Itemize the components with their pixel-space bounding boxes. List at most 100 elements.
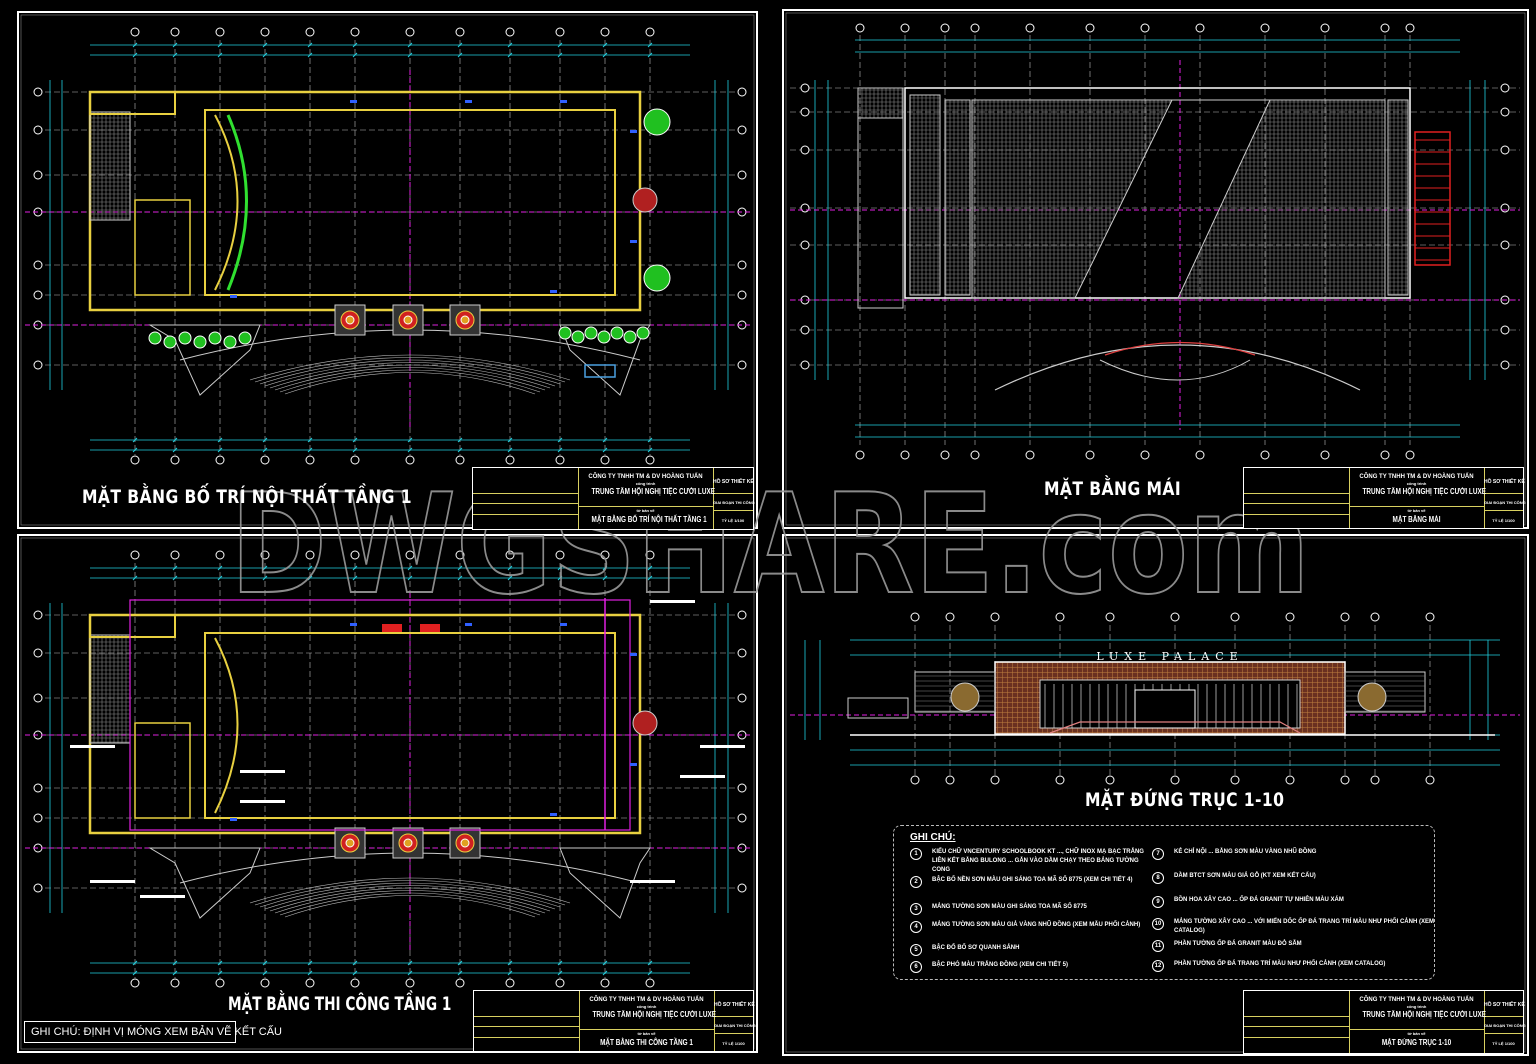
side-wing-right (1344, 671, 1426, 713)
dimension-tick (602, 52, 608, 58)
axis-bubble (1140, 23, 1150, 33)
axis-bubble (33, 170, 43, 180)
note-item: 11 PHẦN TƯỜNG ỐP ĐÁ GRANIT MÀU ĐỎ SẪM (1152, 940, 1302, 952)
title-block: CÔNG TY TNHH TM & DV HOÀNG TUẤN công trì… (1243, 990, 1526, 1054)
decorative-medallion (1357, 682, 1387, 712)
entrance-steps (1049, 721, 1301, 734)
dimension-tick (647, 42, 653, 48)
panel-frame (17, 534, 758, 1053)
dimension-tick (307, 52, 313, 58)
panel-frame-inner (785, 537, 1526, 1053)
axis-bubble (170, 27, 180, 37)
dimension-tick (407, 52, 413, 58)
axis-bubble (1260, 23, 1270, 33)
planter-right (559, 324, 651, 396)
dimension-tick (352, 52, 358, 58)
building-outline (88, 613, 642, 835)
note-number: 11 (1152, 940, 1164, 952)
dimension-tick (557, 565, 563, 571)
axis-bubble (1285, 612, 1295, 622)
dimension-tick (172, 447, 178, 453)
axis-bubble (260, 27, 270, 37)
dimension-tick (557, 575, 563, 581)
roof-stair (857, 87, 904, 119)
dimension-tick (352, 437, 358, 443)
dimension-tick (407, 565, 413, 571)
axis-bubble (645, 27, 655, 37)
tree (584, 326, 598, 340)
dimension-tick (507, 970, 513, 976)
dimension-tick (307, 437, 313, 443)
dimension-tick (307, 960, 313, 966)
axis-bubble (1500, 145, 1510, 155)
tree (623, 330, 637, 344)
dimension-tick (262, 565, 268, 571)
dimension-tick (172, 970, 178, 976)
construction-boundary (129, 599, 631, 831)
tree (597, 330, 611, 344)
fire-equipment (382, 624, 402, 632)
roof-gutter (1387, 99, 1409, 296)
dimension-tick (507, 565, 513, 571)
axis-bubble (737, 125, 747, 135)
tree (148, 331, 162, 345)
dimension-tick (602, 960, 608, 966)
entrance-steps (279, 892, 541, 916)
title-block: CÔNG TY TNHH TM & DV HOÀNG TUẤN công trì… (472, 467, 755, 530)
axis-bubble (1500, 203, 1510, 213)
axis-bubble (1260, 450, 1270, 460)
note-text: PHẦN TƯỜNG ỐP ĐÁ GRANIT MÀU ĐỎ SẪM (1174, 941, 1302, 947)
roof-annex (857, 117, 904, 309)
axis-bubble (970, 23, 980, 33)
axis-bubble (33, 87, 43, 97)
note-text: DẦM BTCT SƠN MÀU GIẢ GỖ (KT XEM KẾT CẤU) (1174, 873, 1316, 879)
sheet-type: HỒ SƠ THIẾT KẾ (713, 479, 754, 485)
room-tag (350, 100, 357, 103)
dimension-tick (132, 565, 138, 571)
axis-bubble (1340, 612, 1350, 622)
axis-bubble (305, 27, 315, 37)
tree (636, 326, 650, 340)
axis-bubble (33, 883, 43, 893)
stage: GIAI ĐOẠN THI CÔNG (1484, 1023, 1526, 1028)
axis-bubble (1370, 612, 1380, 622)
dimension-tick (217, 447, 223, 453)
entrance-steps (269, 887, 551, 912)
dimension-tick (602, 437, 608, 443)
tree (178, 331, 192, 345)
flower-center (460, 838, 470, 848)
axis-bubble (405, 978, 415, 988)
axis-bubble (800, 107, 810, 117)
room-tag (465, 100, 472, 103)
axis-bubble (737, 170, 747, 180)
flower-center (345, 838, 355, 848)
axis-bubble (33, 813, 43, 823)
banquet-hall-wall (204, 632, 616, 819)
entrance-steps (274, 890, 546, 914)
title-block: CÔNG TY TNHH TM & DV HOÀNG TUẤN công trì… (473, 990, 756, 1052)
axis-bubble (990, 612, 1000, 622)
foundation-note: GHI CHÚ: ĐỊNH VỊ MÓNG XEM BẢN VẼ KẾT CẤU (24, 1021, 282, 1043)
axis-bubble (215, 550, 225, 560)
entrance-steps (254, 880, 566, 906)
drawing-label: tờ bản vẽ (1407, 508, 1426, 513)
axis-bubble (1055, 612, 1065, 622)
axis-bubble (1380, 23, 1390, 33)
axis-bubble (130, 550, 140, 560)
room-tag (630, 130, 637, 133)
dimension-tick (262, 437, 268, 443)
drawing-name: MẶT BẰNG MÁI (1392, 515, 1441, 524)
project-label: công trình (635, 481, 656, 486)
axis-bubble (855, 23, 865, 33)
curved-wall (214, 637, 239, 814)
note-number: 5 (910, 944, 922, 956)
axis-bubble (855, 450, 865, 460)
label-leader (140, 895, 185, 898)
tree (163, 335, 177, 349)
axis-bubble (737, 87, 747, 97)
dimension-tick (352, 447, 358, 453)
axis-bubble (215, 455, 225, 465)
room-tag (630, 653, 637, 656)
project-name: TRUNG TÂM HỘI NGHỊ TIỆC CƯỚI LUXE (1362, 1010, 1486, 1019)
axis-bubble (800, 360, 810, 370)
